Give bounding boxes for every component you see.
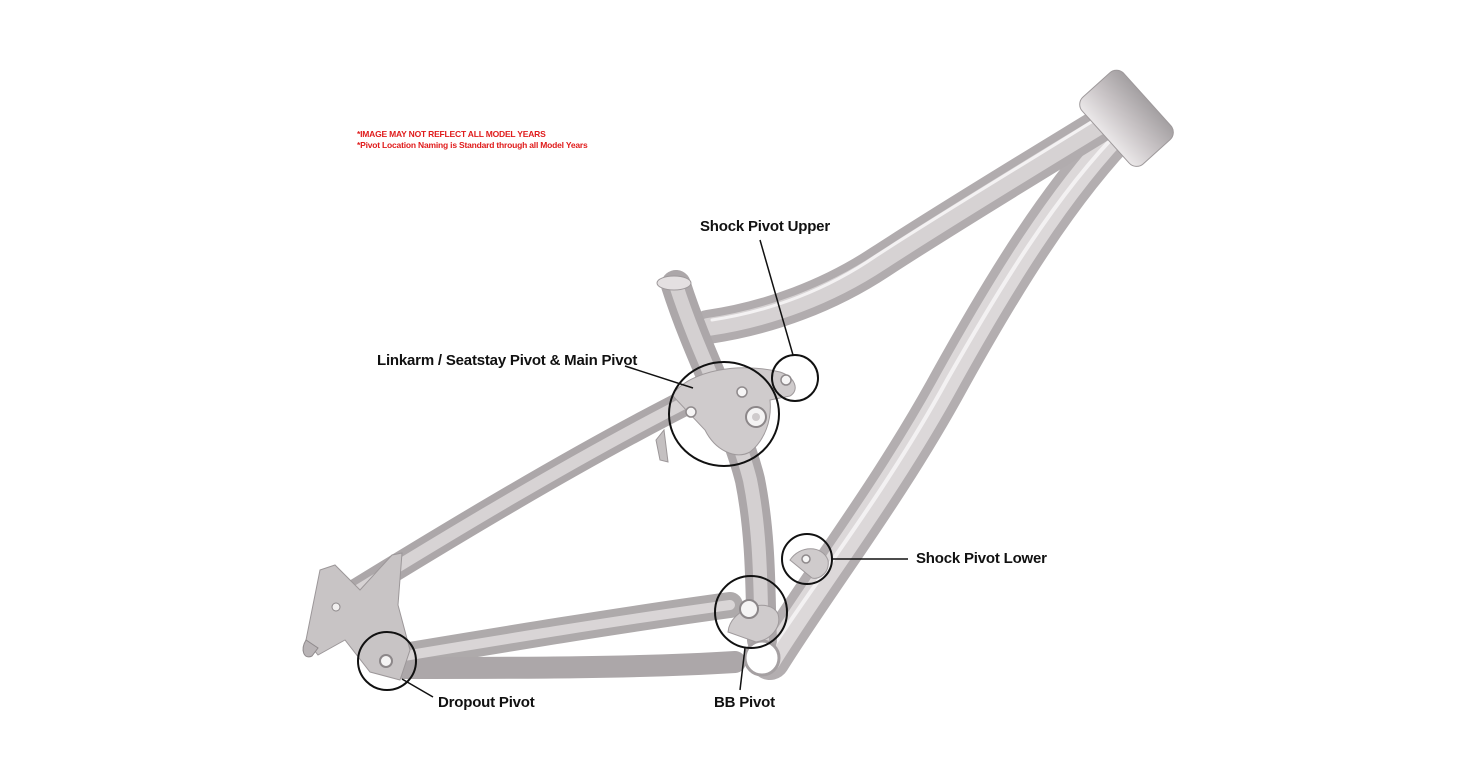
disclaimer-pivot-naming: *Pivot Location Naming is Standard throu… [357,140,588,150]
label-dropout-pivot: Dropout Pivot [438,694,535,711]
leader-linkarm-main [624,365,694,389]
disclaimer-model-years: *IMAGE MAY NOT REFLECT ALL MODEL YEARS [357,129,546,139]
shock-lower-bolt [801,554,811,564]
linkarm-bolt-mid [736,386,748,398]
linkarm-bolt-rear [685,406,697,418]
seatstay-bridge-tab [655,428,669,463]
derailleur-hanger [302,639,319,658]
leader-shock-upper [759,239,794,356]
bb-pivot-bolt [739,599,759,619]
callout-ring-shock-upper [771,354,819,402]
seat-collar [656,275,692,291]
callout-ring-dropout [357,631,417,691]
leader-dropout [401,678,434,698]
callout-ring-bb [714,575,788,649]
label-shock-pivot-lower: Shock Pivot Lower [916,550,1047,567]
leader-lines [401,239,908,698]
label-shock-pivot-upper: Shock Pivot Upper [700,218,830,235]
shock-lower-tab [789,548,829,579]
shock-upper-bolt [780,374,792,386]
callout-ring-linkarm-main [668,361,780,467]
dropout-axle-slot [331,602,341,612]
head-tube [1079,69,1174,167]
label-linkarm-main-pivot: Linkarm / Seatstay Pivot & Main Pivot [377,352,638,369]
label-bb-pivot: BB Pivot [714,694,775,711]
frame [317,93,1148,680]
leader-bb [739,647,746,691]
dropout-pivot-bolt [379,654,393,668]
linkarm-plate [671,367,796,456]
callout-rings [357,354,833,691]
chain-stay-lower [389,651,746,679]
main-pivot-bolt-inner [752,413,760,421]
